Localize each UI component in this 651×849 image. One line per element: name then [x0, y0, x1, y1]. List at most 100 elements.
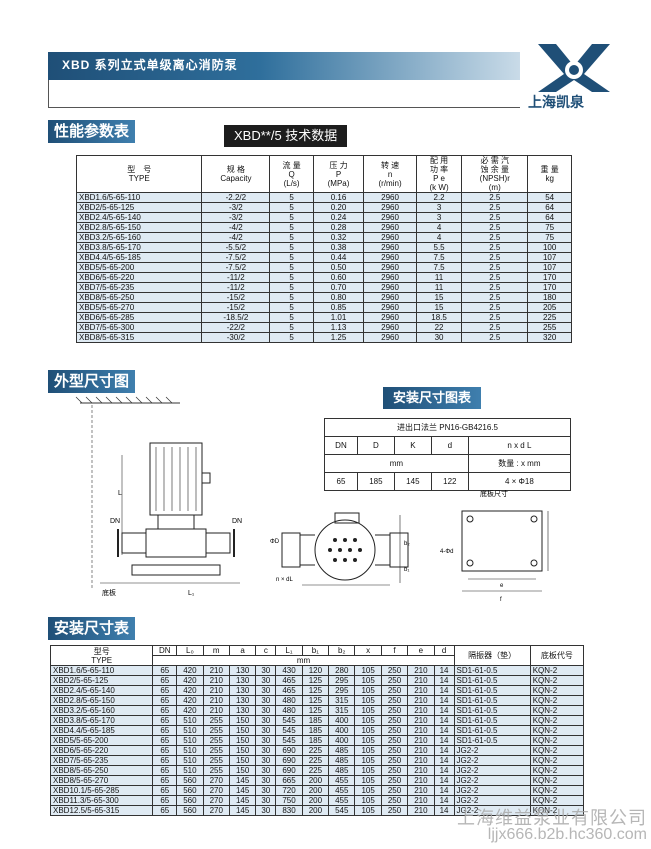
- install-cell: 210: [407, 755, 435, 766]
- install-cell: 30: [255, 715, 277, 726]
- perf-cell: 5.5: [415, 242, 463, 253]
- perf-cell: 64: [527, 212, 572, 223]
- install-cell: 250: [380, 725, 409, 736]
- install-cell: 200: [301, 805, 330, 816]
- perf-cell: 5: [269, 222, 314, 233]
- perf-cell: 3: [415, 202, 463, 213]
- header-bar: [48, 52, 520, 80]
- install-cell: 130: [228, 675, 257, 686]
- install-cell: 210: [407, 785, 435, 796]
- perf-cell: XBD2.4/5-65-140: [75, 212, 203, 223]
- install-cell: 510: [176, 755, 204, 766]
- perf-cell: XBD5/5-65-200: [75, 262, 203, 273]
- install-cell: KQN-2: [529, 715, 585, 726]
- dim-L1-label: L₁: [188, 590, 195, 597]
- perf-cell: 2.5: [461, 262, 529, 273]
- install-cell: 125: [301, 705, 330, 716]
- install-cell: 65: [152, 725, 178, 736]
- install-header-cell: a: [228, 645, 257, 656]
- perf-cell: 5: [269, 282, 314, 293]
- install-cell: 145: [228, 795, 257, 806]
- install-cell: 665: [275, 775, 303, 786]
- perf-cell: 2960: [363, 222, 417, 233]
- perf-table-title: XBD**/5 技术数据: [224, 125, 348, 147]
- base-size-label: 底板尺寸: [480, 489, 508, 498]
- install-cell: 210: [407, 765, 435, 776]
- install-cell: 130: [228, 685, 257, 696]
- perf-cell: 0.38: [312, 242, 365, 253]
- perf-cell: XBD2/5-65-125: [75, 202, 203, 213]
- install-cell: 420: [176, 675, 204, 686]
- install-cell: 30: [255, 765, 277, 776]
- perf-cell: 1.13: [312, 322, 365, 333]
- install-cell: 65: [152, 695, 178, 706]
- perf-cell: 2.5: [461, 232, 529, 243]
- install-cell: 185: [301, 735, 330, 746]
- install-cell: 30: [255, 675, 277, 686]
- dim-L-label: L: [118, 490, 122, 497]
- install-cell: 270: [202, 795, 230, 806]
- perf-cell: 15: [415, 292, 463, 303]
- install-cell: SD1-61-0.5: [453, 685, 531, 696]
- install-cell: XBD7/5-65-235: [49, 755, 154, 766]
- install-cell: 65: [152, 675, 178, 686]
- perf-cell: 2960: [363, 292, 417, 303]
- perf-cell: -3/2: [201, 212, 271, 223]
- install-cell: 125: [301, 695, 330, 706]
- perf-cell: 5: [269, 292, 314, 303]
- perf-cell: 2960: [363, 232, 417, 243]
- install-header-cell: d: [433, 645, 455, 656]
- install-cell: 14: [433, 695, 455, 706]
- install-header-cell: DN: [152, 645, 178, 656]
- install-cell: 65: [152, 775, 178, 786]
- install-cell: KQN-2: [529, 775, 585, 786]
- install-cell: 30: [255, 685, 277, 696]
- perf-cell: -4/2: [201, 222, 271, 233]
- install-cell: 14: [433, 665, 455, 676]
- install-cell: 30: [255, 735, 277, 746]
- install-cell: SD1-61-0.5: [453, 705, 531, 716]
- install-cell: 510: [176, 715, 204, 726]
- perf-cell: 2.5: [461, 242, 529, 253]
- install-cell: 255: [202, 725, 230, 736]
- install-cell: XBD1.6/5-65-110: [49, 665, 154, 676]
- perf-cell: -22/2: [201, 322, 271, 333]
- install-cell: 295: [328, 685, 356, 696]
- perf-cell: 0.50: [312, 262, 365, 273]
- flange-table-title: 安装尺寸图表: [383, 387, 482, 409]
- perf-cell: 2.5: [461, 312, 529, 323]
- install-cell: 30: [255, 805, 277, 816]
- header-title: XBD 系列立式单级离心消防泵: [62, 58, 238, 72]
- install-cell: 105: [354, 795, 382, 806]
- dim-dn-right: DN: [232, 518, 242, 525]
- install-cell: 250: [380, 685, 409, 696]
- perf-cell: 320: [527, 332, 572, 343]
- install-cell: 65: [152, 735, 178, 746]
- perf-cell: 225: [527, 312, 572, 323]
- install-cell: 210: [407, 675, 435, 686]
- install-cell: 400: [328, 715, 356, 726]
- perf-cell: 5: [269, 212, 314, 223]
- perf-cell: 107: [527, 252, 572, 263]
- dim-4phid: 4-Φd: [440, 549, 453, 555]
- install-cell: 545: [275, 715, 303, 726]
- perf-cell: 2960: [363, 212, 417, 223]
- install-cell: XBD3.8/5-65-170: [49, 715, 154, 726]
- install-cell: 225: [301, 755, 330, 766]
- perf-header-cell: 必 需 汽蚀 余 量(NPSH)r(m): [461, 155, 529, 193]
- install-cell: 14: [433, 765, 455, 776]
- install-cell: 560: [176, 775, 204, 786]
- install-cell: 210: [407, 715, 435, 726]
